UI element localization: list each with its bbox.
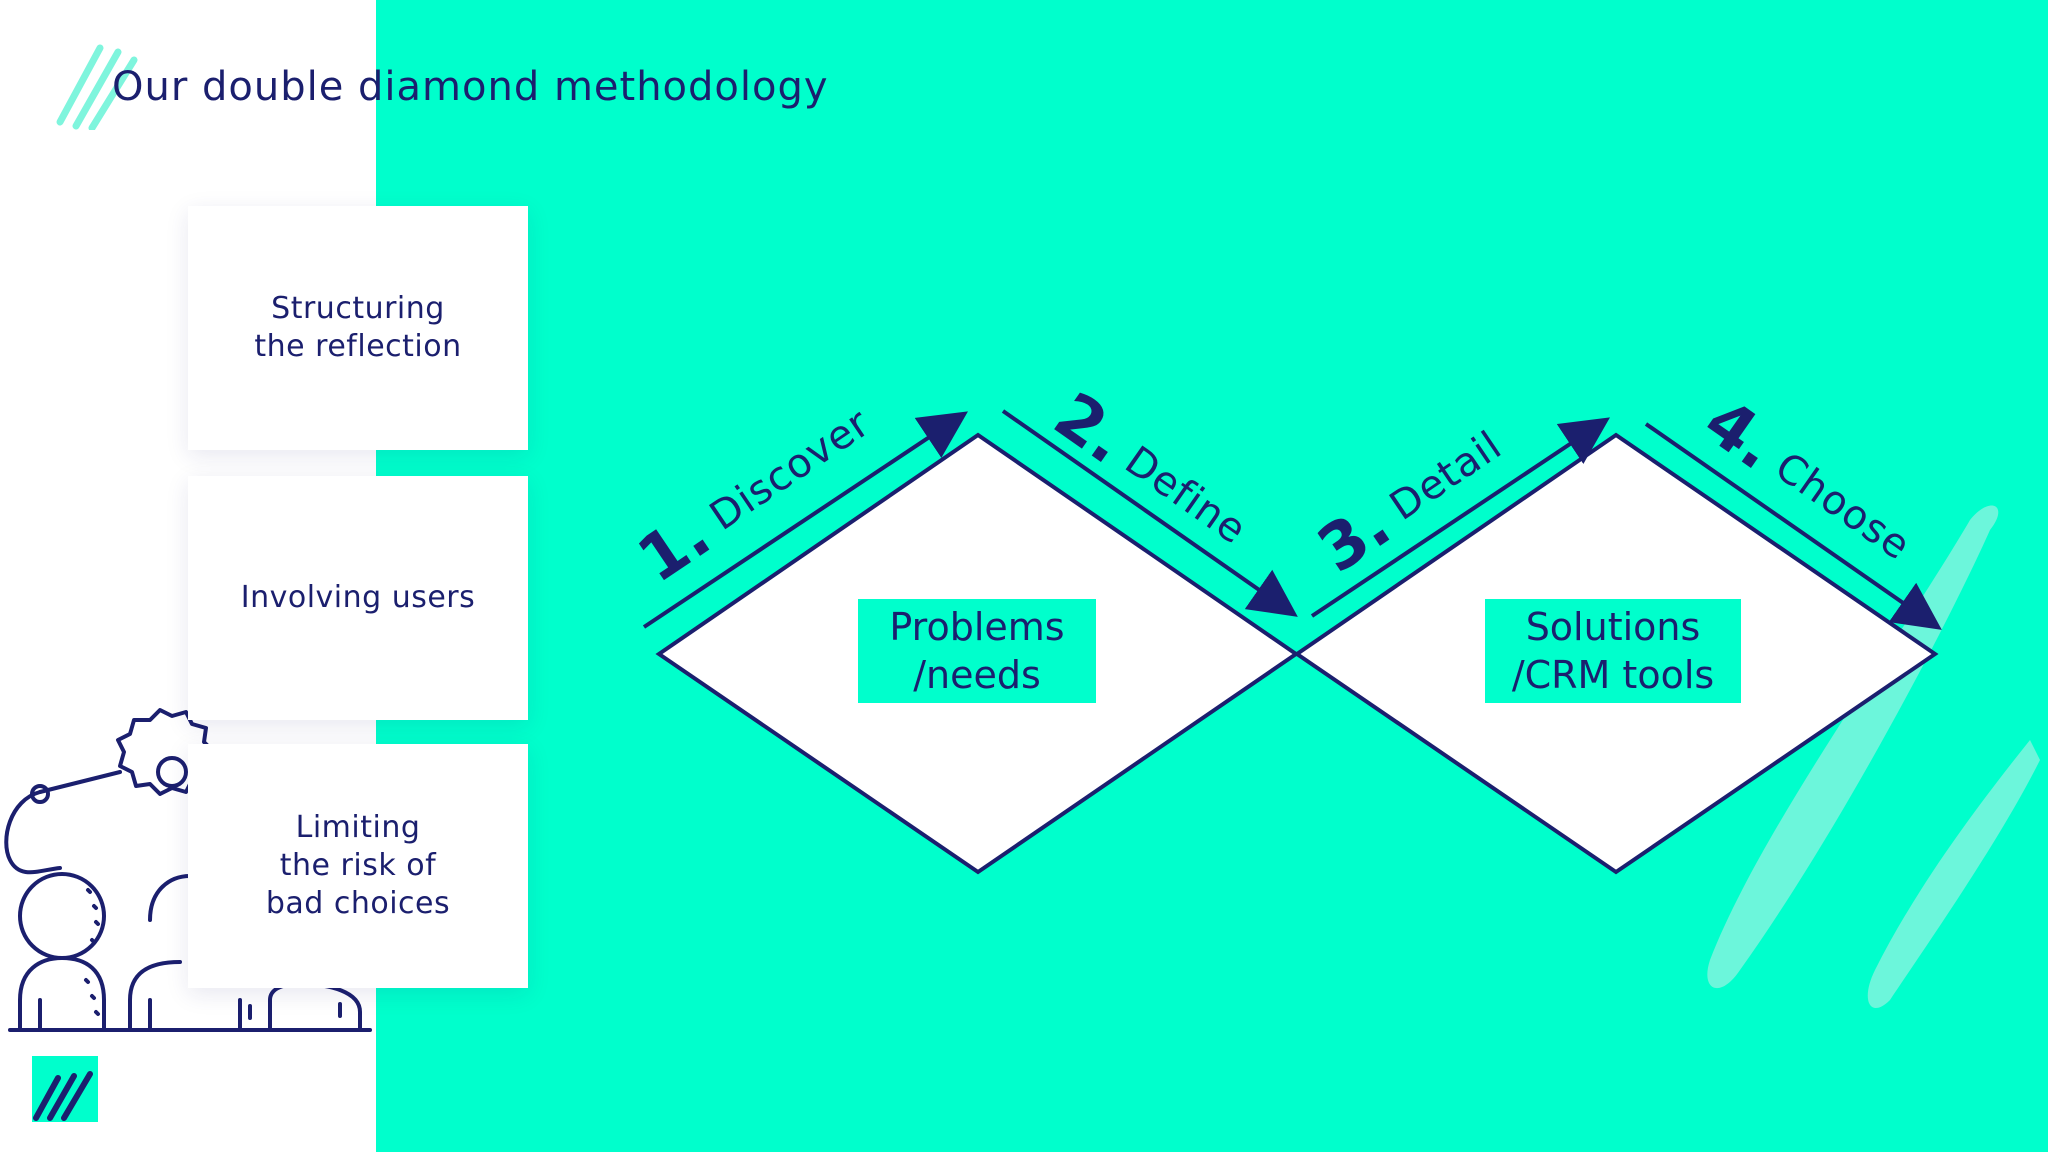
arrow-detail xyxy=(1310,417,1610,618)
card-limiting-risk: Limiting the risk of bad choices xyxy=(188,744,528,988)
page-title: Our double diamond methodology xyxy=(112,64,829,110)
diamond-label-solutions: Solutions /CRM tools xyxy=(1485,599,1741,703)
brand-logo xyxy=(32,1056,98,1122)
card-text: Limiting the risk of bad choices xyxy=(265,810,451,921)
card-text: Involving users xyxy=(240,580,476,615)
arrow-define xyxy=(1001,409,1298,617)
card-text: Structuring the reflection xyxy=(254,291,462,364)
slash-marks-icon xyxy=(56,44,138,130)
arrow-discover xyxy=(642,411,968,629)
card-involving-users: Involving users xyxy=(188,476,528,720)
card-structuring-reflection: Structuring the reflection xyxy=(188,206,528,450)
slash-logo-icon xyxy=(33,1071,93,1121)
diamond-label-problems: Problems /needs xyxy=(858,599,1096,703)
arrow-choose xyxy=(1644,422,1942,630)
